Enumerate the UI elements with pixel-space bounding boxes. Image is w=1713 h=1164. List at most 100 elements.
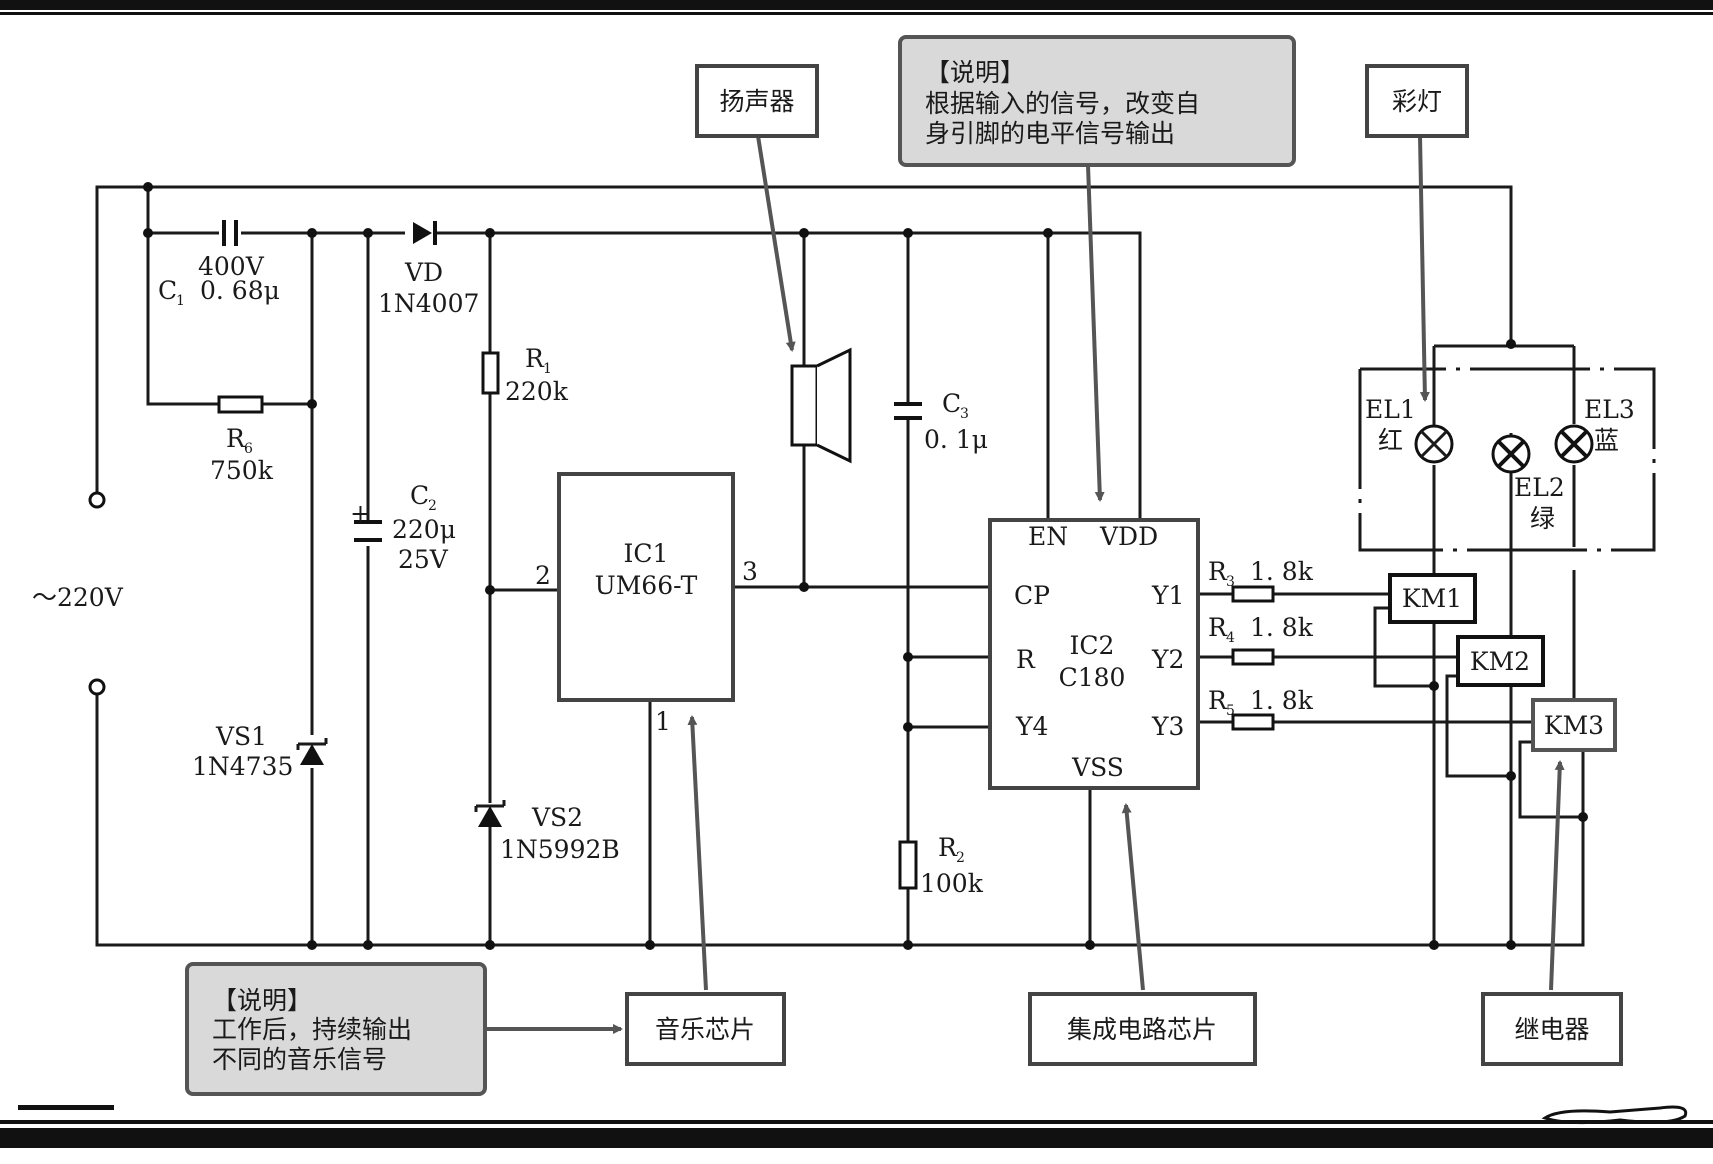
el3-color: 蓝 xyxy=(1594,426,1619,455)
vd-part: 1N4007 xyxy=(378,289,479,318)
km2-label: KM2 xyxy=(1470,647,1530,676)
ic2-pin-y1: Y1 xyxy=(1151,581,1184,610)
diode-vd: VD 1N4007 xyxy=(378,221,479,318)
r2-value: 100k xyxy=(920,869,984,898)
arrow-speaker xyxy=(756,135,796,352)
resistor-r6: R 6 750k xyxy=(210,395,274,485)
ic2-pin-r: R xyxy=(1016,645,1036,674)
resistor-r4: R 4 1. 8k xyxy=(1208,613,1314,666)
relay-km2: KM2 xyxy=(1456,635,1545,687)
ic2-pin-en: EN xyxy=(1028,522,1068,551)
ic1-pin3: 3 xyxy=(742,557,758,586)
zener-vs1: VS1 1N4735 xyxy=(192,722,328,781)
callout-lights-text: 彩灯 xyxy=(1392,87,1442,116)
el2-label: EL2 xyxy=(1514,473,1565,502)
r4-name: R xyxy=(1208,613,1228,642)
lamp-el3: EL3 蓝 xyxy=(1554,395,1635,464)
speaker-icon xyxy=(790,347,852,464)
arrow-ic-chip xyxy=(1121,803,1145,991)
callout-arrows xyxy=(485,135,1565,1034)
callout-ic-chip-text: 集成电路芯片 xyxy=(1067,1015,1217,1044)
ic2-part: C180 xyxy=(1059,663,1126,692)
callout-note-top: 【说明】 根据输入的信号，改变自 身引脚的电平信号输出 xyxy=(898,35,1296,167)
note-bottom-title: 【说明】 xyxy=(212,986,312,1015)
vs2-part: 1N5992B xyxy=(500,835,620,864)
ic1-name: IC1 xyxy=(624,539,669,568)
ic1-pin1: 1 xyxy=(655,707,671,736)
lamp-el1: EL1 红 xyxy=(1365,395,1454,464)
r4-value: 1. 8k xyxy=(1250,613,1314,642)
r5-value: 1. 8k xyxy=(1250,686,1314,715)
capacitor-c2: + C 2 220μ 25V xyxy=(350,481,456,574)
c2-value: 220μ xyxy=(392,515,456,544)
resistor-r3: R 3 1. 8k xyxy=(1208,557,1314,603)
callout-music-chip-text: 音乐芯片 xyxy=(655,1015,755,1044)
resistor-r2: R 2 100k xyxy=(898,833,984,898)
c1-voltage: 400V xyxy=(198,252,265,281)
r3-name: R xyxy=(1208,557,1228,586)
relay-km3: KM3 xyxy=(1531,698,1617,752)
ic2-pin-y2: Y2 xyxy=(1151,645,1184,674)
c1-sub: 1 xyxy=(176,293,185,309)
ic2-pin-y3: Y3 xyxy=(1151,712,1184,741)
ic1-part: UM66-T xyxy=(595,571,698,600)
el1-label: EL1 xyxy=(1365,395,1416,424)
wiring xyxy=(95,185,1585,947)
r6-name: R xyxy=(226,424,246,453)
r4-sub: 4 xyxy=(1226,630,1235,646)
el1-color: 红 xyxy=(1378,426,1403,455)
vs1-name: VS1 xyxy=(215,722,267,751)
arrow-music-chip xyxy=(687,715,708,991)
ic2-name: IC2 xyxy=(1070,631,1115,660)
relay-km1: KM1 xyxy=(1388,573,1477,624)
vs1-part: 1N4735 xyxy=(192,752,293,781)
ic1-chip: IC1 UM66-T 2 3 1 xyxy=(535,472,758,736)
vd-name: VD xyxy=(404,258,443,287)
r5-name: R xyxy=(1208,686,1228,715)
r1-value: 220k xyxy=(505,377,569,406)
callout-music-chip: 音乐芯片 xyxy=(625,992,786,1066)
c2-sub: 2 xyxy=(428,498,437,514)
el2-color: 绿 xyxy=(1530,504,1555,533)
callout-relay: 继电器 xyxy=(1481,992,1623,1066)
c2-polarity: + xyxy=(350,499,371,528)
decorative-mark xyxy=(1541,1105,1688,1125)
zener-vs2: VS2 1N5992B xyxy=(474,800,620,864)
callout-ic-chip: 集成电路芯片 xyxy=(1028,992,1257,1066)
r3-sub: 3 xyxy=(1226,574,1235,590)
r1-name: R xyxy=(525,344,545,373)
ac-input: ～220V xyxy=(32,491,124,696)
el3-label: EL3 xyxy=(1584,395,1635,424)
ic2-chip: EN VDD CP R Y4 IC2 C180 VSS Y1 Y2 Y3 xyxy=(988,518,1200,790)
r5-sub: 5 xyxy=(1226,703,1235,719)
ic2-pin-cp: CP xyxy=(1014,581,1050,610)
c3-sub: 3 xyxy=(960,406,969,422)
ic2-pin-vss: VSS xyxy=(1071,753,1124,782)
note-bottom-line2: 不同的音乐信号 xyxy=(212,1045,387,1074)
c3-value: 0. 1μ xyxy=(924,425,988,454)
ac-terminal-bottom xyxy=(88,678,106,696)
ic1-pin2: 2 xyxy=(535,561,551,590)
r3-value: 1. 8k xyxy=(1250,557,1314,586)
c1-name: C xyxy=(158,276,177,305)
c2-name: C xyxy=(410,481,429,510)
r2-sub: 2 xyxy=(956,850,965,866)
lamp-housing xyxy=(1358,367,1656,552)
ic2-pin-vdd: VDD xyxy=(1099,522,1158,551)
resistor-r5: R 5 1. 8k xyxy=(1208,686,1314,731)
r1-sub: 1 xyxy=(543,361,552,377)
callout-speaker: 扬声器 xyxy=(695,64,819,138)
callout-note-bottom: 【说明】 工作后，持续输出 不同的音乐信号 xyxy=(185,962,487,1096)
r6-sub: 6 xyxy=(244,441,253,457)
arrow-relay xyxy=(1549,760,1565,991)
arrow-note-top xyxy=(1086,164,1105,502)
capacitor-c1: 400V C 1 0. 68μ xyxy=(158,220,280,309)
arrow-lights xyxy=(1418,135,1430,402)
c1-value: 0. 68μ xyxy=(200,276,280,305)
r2-name: R xyxy=(938,833,958,862)
km1-label: KM1 xyxy=(1402,584,1462,613)
note-bottom-line1: 工作后，持续输出 xyxy=(212,1015,412,1044)
note-top-line2: 身引脚的电平信号输出 xyxy=(925,119,1175,148)
